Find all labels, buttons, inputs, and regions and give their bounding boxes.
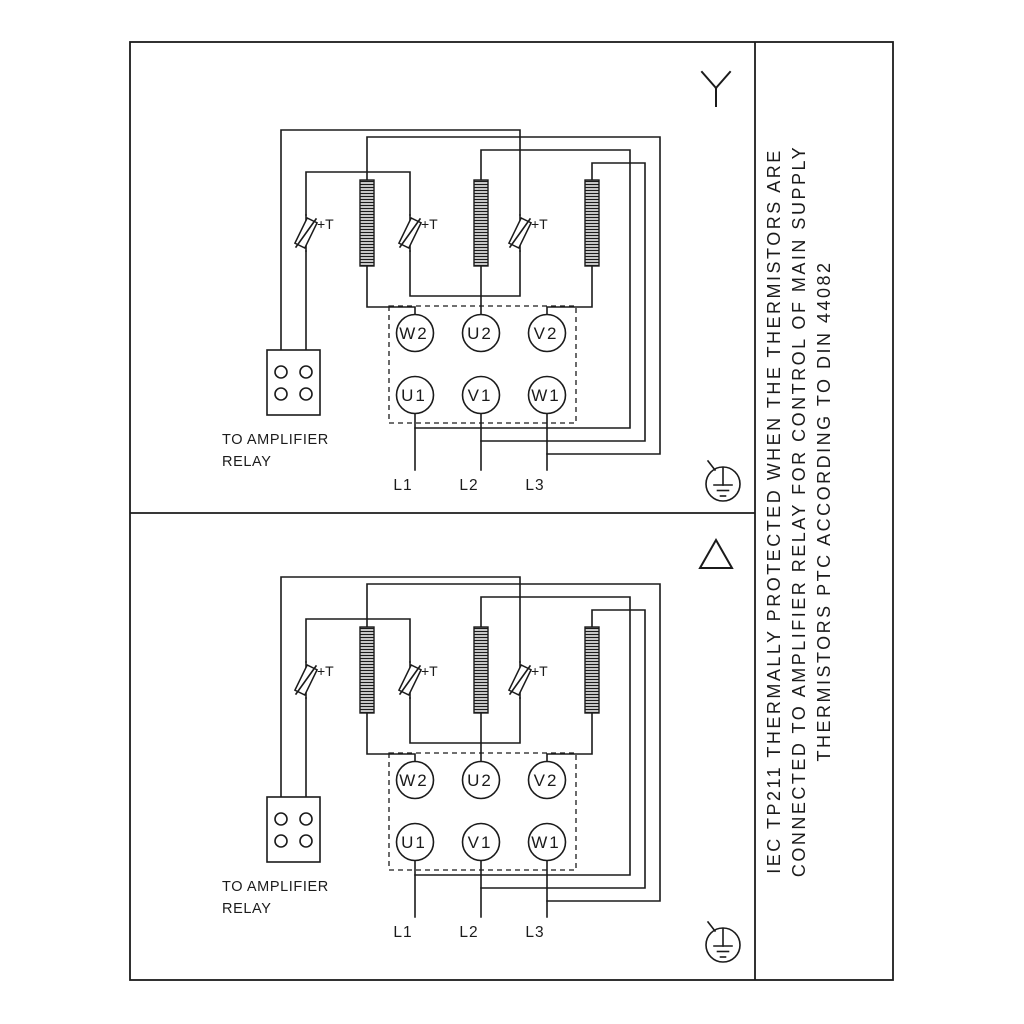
terminal-circle	[395, 375, 435, 415]
amplifier-relay-terminals	[266, 349, 321, 416]
supply-label-l1: L1	[393, 477, 412, 494]
terminal-label: W1	[531, 386, 561, 405]
terminal-u1: U1	[395, 375, 435, 415]
terminal-circle	[395, 313, 435, 353]
terminal-w1: W1	[527, 375, 567, 415]
terminal-circle	[527, 375, 567, 415]
relay-caption-line-1: TO AMPLIFIER	[222, 432, 329, 448]
terminal-w2: W2	[395, 313, 435, 353]
terminal-label: V1	[468, 386, 493, 405]
thermistor-label: +T	[317, 216, 334, 232]
ptc-thermistor-2	[398, 214, 439, 252]
terminal-circle	[461, 313, 501, 353]
terminal-label: U2	[467, 324, 493, 343]
terminal-label: V2	[534, 324, 559, 343]
motor-winding-1	[359, 179, 375, 267]
ptc-thermistor-1: +T	[293, 214, 334, 252]
ptc-thermistor-3	[508, 214, 549, 252]
relay-contact	[274, 387, 288, 401]
terminal-label: W2	[399, 324, 429, 343]
terminal-label: U1	[401, 386, 427, 405]
winding-return-wires	[366, 136, 661, 455]
relay-contact	[299, 365, 313, 379]
motor-winding-2	[473, 179, 489, 267]
delta-connection-icon	[698, 537, 734, 569]
terminal-board-outline	[388, 305, 577, 424]
side-note-line-1: IEC TP211 THERMALLY PROTECTED WHEN THE T…	[764, 148, 784, 873]
relay-contact	[299, 387, 313, 401]
star-connection-icon	[700, 70, 732, 107]
relay-box	[266, 349, 321, 416]
terminal-v1: V1	[461, 375, 501, 415]
thermistor-chain-wire	[280, 129, 521, 351]
side-note: IEC TP211 THERMALLY PROTECTED WHEN THE T…	[764, 145, 834, 877]
supply-label-l3: L3	[525, 477, 544, 494]
terminal-v2: V2	[527, 313, 567, 353]
delta-circuit-half	[222, 577, 660, 941]
side-note-line-3: THERMISTORS PTC ACCORDING TO DIN 44082	[814, 260, 834, 761]
relay-caption-line-2: RELAY	[222, 454, 271, 470]
earth-ground-icon-bottom	[705, 920, 741, 963]
terminal-u2: U2	[461, 313, 501, 353]
motor-wiring-circuit: +T W2 U2 V2 U1 V1 W	[222, 129, 661, 494]
terminal-circle	[461, 375, 501, 415]
side-note-line-2: CONNECTED TO AMPLIFIER RELAY FOR CONTROL…	[789, 145, 809, 877]
relay-contact	[274, 365, 288, 379]
frame-border	[129, 41, 894, 981]
earth-ground-icon-top	[705, 459, 741, 502]
winding-terminal-wires	[366, 265, 593, 315]
thermistor-diagonal	[294, 217, 318, 249]
supply-label-l2: L2	[459, 477, 478, 494]
motor-winding-3	[584, 179, 600, 267]
terminal-circle	[527, 313, 567, 353]
